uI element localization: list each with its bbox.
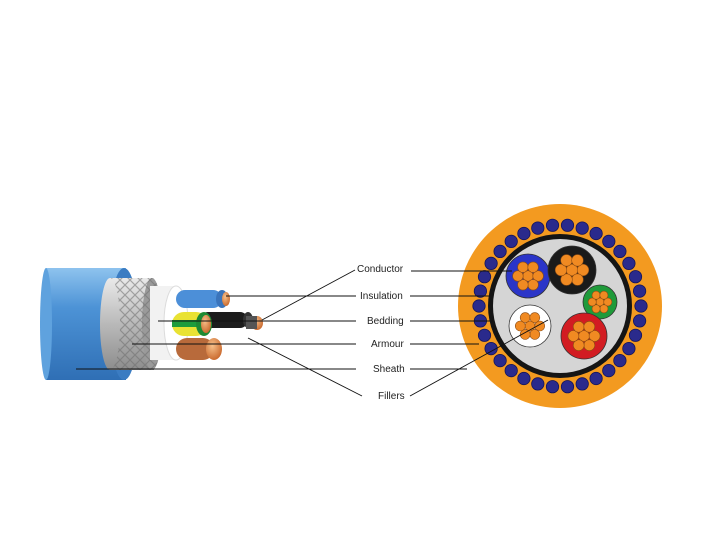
armour-wire (560, 218, 575, 232)
conductor-strand (571, 254, 584, 267)
conductor-strand (591, 304, 601, 314)
armour-wire (477, 270, 492, 284)
conductor-strand (572, 320, 585, 333)
cable-side-view (40, 268, 263, 380)
conductor-strand (603, 297, 613, 307)
core-blue (176, 290, 230, 308)
conductor-strand (583, 320, 596, 333)
armour-wire (602, 363, 616, 378)
core-green (582, 284, 618, 320)
conductor-strand (591, 290, 601, 300)
armour-wire (484, 256, 498, 270)
leader-lines (76, 269, 549, 397)
armour-wire (589, 371, 603, 386)
label-fillers: Fillers (378, 391, 405, 402)
conductor-strand (529, 329, 541, 340)
armour-wire (493, 353, 507, 368)
cores-group (505, 245, 618, 360)
conductor-strand (527, 279, 539, 291)
armour-wire (613, 244, 627, 258)
leader-fillers-left (247, 337, 363, 397)
label-sheath: Sheath (373, 364, 405, 375)
core-blue (505, 253, 551, 299)
conductor-strand (519, 312, 531, 323)
conductor-strand (560, 254, 573, 267)
conductor-strand (571, 273, 584, 286)
conductor-strand (572, 339, 585, 352)
conductor-strand (576, 263, 590, 277)
label-insulation: Insulation (360, 291, 403, 302)
armour-wire (560, 380, 575, 394)
armour-wire (545, 380, 560, 394)
cable-cross-section (458, 204, 662, 408)
armour-wire (545, 218, 560, 232)
armour-wire (493, 244, 507, 258)
armour-wire (628, 270, 643, 284)
armour-wire (473, 284, 487, 298)
conductor-strand (514, 320, 526, 332)
armour-wire (622, 256, 636, 270)
label-conductor: Conductor (357, 264, 404, 275)
armour-wire (517, 371, 531, 386)
armour-wire (632, 314, 647, 328)
armour-wire (504, 234, 518, 248)
armour-wire (602, 234, 616, 248)
label-armour: Armour (371, 339, 404, 350)
conductor-strand (529, 312, 541, 323)
leader-fillers-right (409, 319, 549, 397)
leader-conductor-left (261, 269, 356, 321)
conductor-strand (517, 261, 529, 273)
armour-wire (517, 226, 531, 241)
armour-wire (632, 284, 647, 298)
armour-wire (531, 221, 545, 235)
conductor-strand (567, 330, 580, 342)
conductor-strand (599, 304, 609, 314)
conductor-strand (588, 330, 601, 342)
armour-wire (634, 299, 648, 313)
armour-wire (504, 363, 518, 378)
conductor-strand (532, 270, 544, 282)
conductor-strand (527, 261, 539, 273)
conductor-strand (519, 329, 531, 340)
armour-wire (484, 341, 498, 356)
armour-wire (575, 377, 589, 391)
conductor-strand (554, 263, 568, 277)
conductor-strand (512, 270, 524, 282)
conductor-strand (599, 290, 609, 300)
armour-wire (589, 226, 603, 241)
core-black (547, 245, 597, 295)
conductor-strand (587, 297, 597, 307)
core-white (508, 304, 552, 348)
conductor-strand (583, 339, 596, 352)
label-bedding: Bedding (367, 316, 404, 327)
armour-wire (531, 377, 545, 391)
armour-wire (477, 328, 492, 342)
armour-wire (613, 353, 627, 368)
armour-wire (628, 328, 643, 342)
core-green-yellow (172, 312, 212, 336)
armour-wire (622, 341, 636, 356)
core-red (560, 312, 608, 360)
core-brown (176, 338, 222, 360)
conductor-strand (560, 273, 573, 286)
armour-wire (575, 221, 589, 235)
armour-wire (472, 299, 486, 313)
conductor-strand (517, 279, 529, 291)
labels: Conductor Insulation Bedding Armour Shea… (357, 264, 405, 402)
armour-wire-ring (472, 218, 648, 394)
